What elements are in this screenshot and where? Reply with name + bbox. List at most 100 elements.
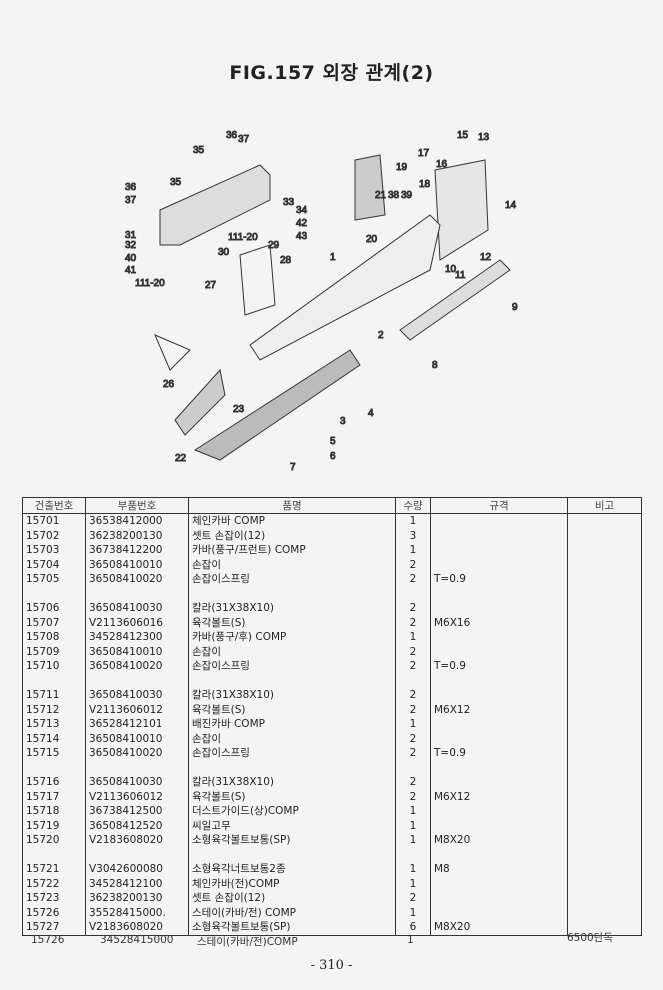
cell-part-no xyxy=(85,586,189,601)
callout-number: 35 xyxy=(170,177,182,188)
cell-remarks xyxy=(567,746,642,761)
cell-part-name: 체인카바(전)COMP xyxy=(188,876,396,891)
cell-part-no: 36508410010 xyxy=(85,557,189,572)
blank-row xyxy=(22,673,642,688)
cell-part-no: 36738412500 xyxy=(85,804,189,819)
col-remarks: 비고 xyxy=(567,497,642,514)
cell-spec xyxy=(430,731,568,746)
cell-part-name: 체인카바 COMP xyxy=(188,513,396,529)
col-ref-no: 건출번호 xyxy=(22,497,86,514)
callout-number: 18 xyxy=(419,179,431,190)
callout-number: 29 xyxy=(268,240,280,251)
cell-part-no: 36528412101 xyxy=(85,717,189,732)
callout-labels: 36 37 35 36 35 37 31 32 40 41 30 111-20 … xyxy=(125,130,519,474)
cell-remarks xyxy=(567,717,642,732)
cell-spec: M8X20 xyxy=(430,833,568,848)
cell-spec: T=0.9 xyxy=(430,659,568,674)
cell-spec xyxy=(430,876,568,891)
cell-quantity: 1 xyxy=(395,833,431,848)
cell-spec xyxy=(430,528,568,543)
cell-remarks xyxy=(567,818,642,833)
cell-remarks xyxy=(567,905,642,920)
cell-part-no: 36238200130 xyxy=(85,528,189,543)
cell-spec xyxy=(430,804,568,819)
cell-remarks xyxy=(567,673,642,688)
cell-remarks xyxy=(567,760,642,775)
cell-ref-no: 15704 xyxy=(22,557,86,572)
exploded-parts-diagram: 36 37 35 36 35 37 31 32 40 41 30 111-20 … xyxy=(125,130,519,474)
cell-quantity: 1 xyxy=(395,818,431,833)
cell-part-name: 손잡이스프링 xyxy=(188,659,396,674)
cell-ref-no xyxy=(22,586,86,601)
callout-number: 14 xyxy=(505,200,517,211)
cell-quantity: 2 xyxy=(395,775,431,790)
callout-number: 27 xyxy=(205,280,217,291)
callout-number: 11 xyxy=(455,270,466,281)
cell-ref-no: 15716 xyxy=(22,775,86,790)
cell-spec xyxy=(430,543,568,558)
callout-number: 5 xyxy=(330,436,336,447)
blank-row xyxy=(22,586,642,601)
cell-ref-no: 15721 xyxy=(22,862,86,877)
cell-ref-no: 15707 xyxy=(22,615,86,630)
page-number: - 310 - xyxy=(310,958,353,973)
cell-remarks xyxy=(567,557,642,572)
cell-quantity: 1 xyxy=(395,876,431,891)
col-qty: 수량 xyxy=(395,497,431,514)
cell-part-name: 소형육각볼트보통(SP) xyxy=(188,920,396,936)
cell-remarks xyxy=(567,731,642,746)
extra-name: 스테이(카바/전)COMP xyxy=(197,936,298,948)
cell-remarks xyxy=(567,644,642,659)
cell-part-no: 34528412100 xyxy=(85,876,189,891)
cell-part-no: 36238200130 xyxy=(85,891,189,906)
cell-remarks xyxy=(567,804,642,819)
cell-ref-no: 15713 xyxy=(22,717,86,732)
blank-row xyxy=(22,847,642,862)
cell-spec xyxy=(430,513,568,529)
cell-part-name: 손잡이스프링 xyxy=(188,746,396,761)
cell-spec: M6X16 xyxy=(430,615,568,630)
cell-part-name: 육각볼트(S) xyxy=(188,702,396,717)
cell-ref-no: 15714 xyxy=(22,731,86,746)
cell-remarks xyxy=(567,876,642,891)
cell-part-no xyxy=(85,847,189,862)
cell-quantity: 2 xyxy=(395,891,431,906)
cell-ref-no: 15718 xyxy=(22,804,86,819)
cell-part-name: 칼라(31X38X10) xyxy=(188,688,396,703)
cell-ref-no xyxy=(22,847,86,862)
cell-remarks xyxy=(567,891,642,906)
cell-quantity: 2 xyxy=(395,557,431,572)
callout-number: 37 xyxy=(238,134,250,145)
figure-title: FIG.157 외장 관계(2) xyxy=(229,62,434,84)
callout-number: 21 xyxy=(375,190,387,201)
cell-quantity xyxy=(395,673,431,688)
extra-remarks: 6500단독 xyxy=(567,932,614,944)
cell-quantity xyxy=(395,847,431,862)
cell-quantity xyxy=(395,586,431,601)
extra-ref-no: 15726 xyxy=(31,934,65,946)
cell-part-no: 36508410010 xyxy=(85,644,189,659)
callout-number: 13 xyxy=(478,132,490,143)
callout-number: 37 xyxy=(125,195,137,206)
cell-ref-no: 15722 xyxy=(22,876,86,891)
cell-ref-no: 15719 xyxy=(22,818,86,833)
extra-part-no: 34528415000 xyxy=(100,934,174,946)
cell-spec xyxy=(430,891,568,906)
cell-remarks xyxy=(567,775,642,790)
cell-quantity: 1 xyxy=(395,513,431,529)
part-shapes xyxy=(154,154,511,461)
cell-part-no: 36508410020 xyxy=(85,746,189,761)
cell-part-name xyxy=(188,847,396,862)
cell-quantity: 2 xyxy=(395,644,431,659)
cell-part-name: 배진카바 COMP xyxy=(188,717,396,732)
